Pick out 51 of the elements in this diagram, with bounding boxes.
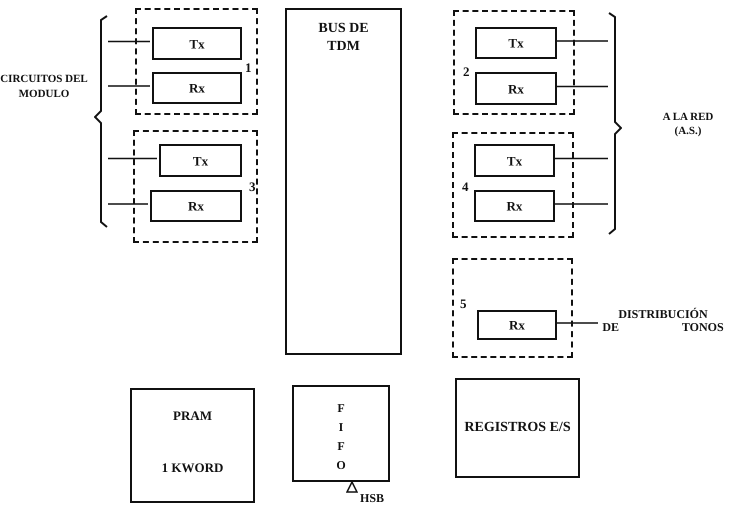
- block-label: REGISTROS E/S: [463, 419, 572, 437]
- block-label: PRAM: [172, 408, 213, 423]
- block-box: [130, 388, 255, 503]
- group-number: 4: [462, 179, 468, 194]
- block-box: [150, 190, 242, 222]
- block-label: Rx: [187, 198, 205, 214]
- connector-line: [553, 158, 608, 160]
- brace-label: CIRCUITOS DEL MODULO: [0, 72, 88, 102]
- block-label: Rx: [508, 318, 526, 332]
- block-label: Tx: [188, 36, 206, 51]
- block-box: [474, 144, 555, 177]
- block-box: [475, 27, 557, 59]
- dashed-group: [135, 8, 258, 115]
- block-label: Tx: [506, 153, 524, 168]
- bus-block: [285, 8, 402, 355]
- dashed-group: [133, 130, 258, 243]
- connector-line: [553, 203, 608, 205]
- connector-line: [555, 322, 598, 324]
- block-box: [159, 144, 242, 177]
- connector-line: [108, 203, 148, 205]
- signal-label: HSB: [360, 491, 384, 506]
- block-box: [477, 310, 557, 340]
- block-box: [152, 72, 242, 104]
- connector-line: [108, 85, 150, 87]
- block-label: Tx: [507, 36, 525, 50]
- brace-label: A LA RED (A.S.): [662, 110, 714, 138]
- block-label: Rx: [507, 81, 525, 96]
- block-label: Tx: [192, 153, 210, 168]
- block-label: 1 KWORD: [160, 460, 224, 475]
- dashed-group: [453, 10, 575, 115]
- group-number: 5: [460, 296, 466, 311]
- block-label: Rx: [506, 198, 524, 214]
- dashed-group: [452, 132, 574, 238]
- group-number: 2: [463, 64, 470, 79]
- block-label: Rx: [188, 80, 206, 96]
- group-number: 3: [249, 179, 256, 194]
- dashed-group: [452, 258, 573, 358]
- connector-line: [555, 40, 608, 42]
- block-box: [152, 27, 242, 60]
- block-box: [475, 72, 557, 105]
- block-box: [455, 378, 580, 478]
- block-label: BUS DE TDM: [317, 20, 370, 56]
- block-box: [474, 190, 555, 222]
- block-box: [292, 385, 390, 482]
- group-number: 1: [245, 60, 252, 75]
- signal-label: DISTRIBUCIÓN DE TONOS: [601, 308, 725, 334]
- connector-line: [108, 158, 157, 160]
- connector-line: [555, 86, 608, 88]
- arrow: [346, 481, 358, 493]
- connector-line: [108, 40, 150, 42]
- block-label: F I F O: [335, 400, 347, 474]
